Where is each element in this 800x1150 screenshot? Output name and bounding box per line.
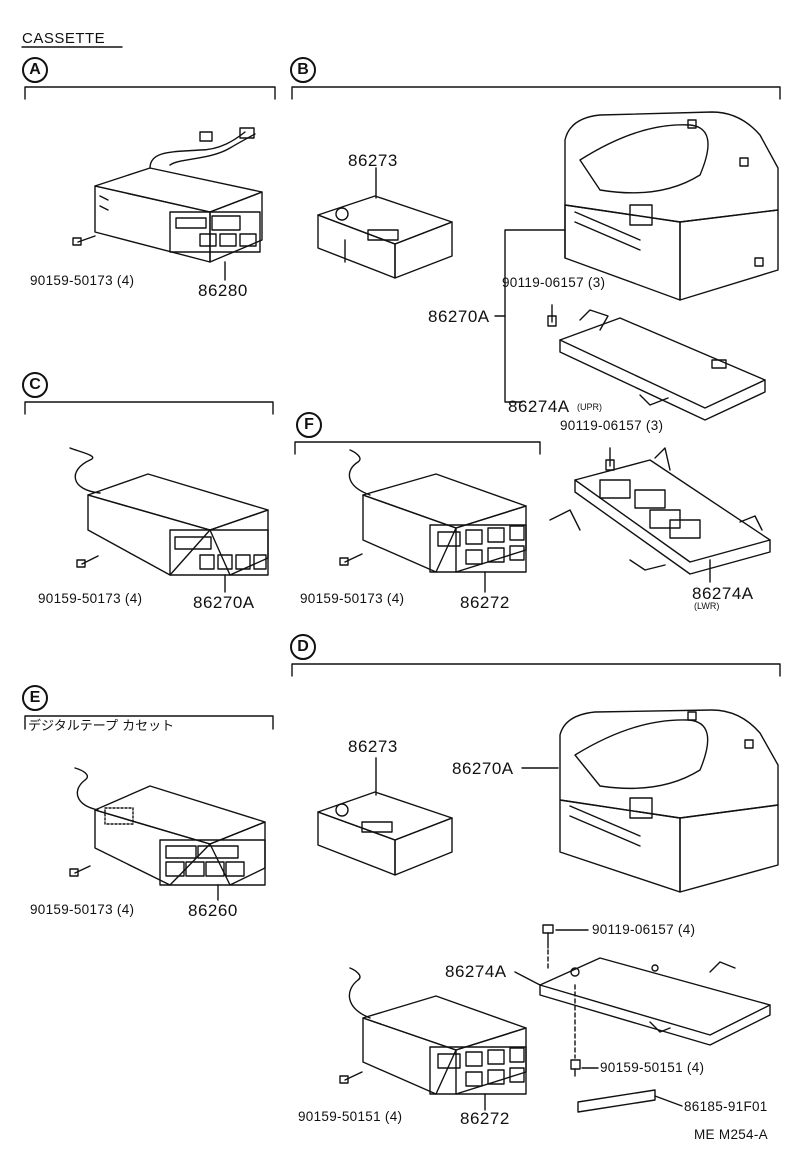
bolt-b-lwr-label: 90119-06157 (3) [560, 418, 664, 433]
section-a-marker: A [22, 57, 48, 83]
changer-86270a-d [559, 709, 779, 893]
section-f-marker: F [296, 412, 322, 438]
section-d-marker: D [290, 634, 316, 660]
footer-code: ME M254-A [694, 1127, 768, 1142]
bolt-f-label: 90159-50173 (4) [300, 591, 405, 606]
bolt-d-bottom [570, 1059, 581, 1077]
section-a-bracket [24, 86, 276, 100]
amplifier-86273-d [317, 791, 453, 876]
section-f-bracket [294, 441, 541, 455]
section-e-bracket [24, 715, 274, 730]
section-b-bracket [291, 86, 781, 100]
amplifier-86273-d-label: 86273 [348, 737, 398, 756]
part-86280-label: 86280 [198, 281, 248, 300]
head-unit-86260-e [74, 767, 266, 886]
deck-bolt-d-label: 90159-50151 (4) [298, 1109, 403, 1124]
bolt-d-top-label: 90119-06157 (4) [592, 922, 696, 937]
pad-86185 [577, 1089, 656, 1113]
bolt-e [69, 865, 91, 877]
bracket-lwr [549, 447, 771, 575]
amplifier-86273-b-label: 86273 [348, 151, 398, 170]
bolt-d-deck [339, 1071, 363, 1084]
part-86260-label: 86260 [188, 901, 238, 920]
bolt-f [339, 553, 363, 566]
bracket-86274a-d-label: 86274A [445, 962, 507, 981]
bracket-upr [559, 309, 766, 421]
part-86272-f-label: 86272 [460, 593, 510, 612]
section-c-marker: C [22, 372, 48, 398]
bolt-b-upr [547, 304, 557, 327]
amplifier-86273-b [317, 195, 453, 279]
leader-pad [654, 1095, 683, 1107]
bolt-b-lwr [605, 447, 615, 471]
bolt-a-label: 90159-50173 (4) [30, 273, 135, 288]
bracket-lwr-label: 86274A [692, 584, 754, 603]
deck-86272-f [348, 449, 527, 573]
part-86270a-c-label: 86270A [193, 593, 255, 612]
bracket-86274a-d [539, 957, 771, 1046]
changer-86270a-d-label: 86270A [452, 759, 514, 778]
bracket-upr-label: 86274A [508, 397, 570, 416]
section-e-caption: デジタルテープ カセット [28, 719, 175, 734]
bracket-upr-note: (UPR) [577, 402, 602, 412]
changer-86270a-b [564, 111, 779, 301]
bolt-c-label: 90159-50173 (4) [38, 591, 143, 606]
bolt-a [72, 235, 96, 246]
bolt-e-label: 90159-50173 (4) [30, 902, 135, 917]
bolt-d-bottom-label: 90159-50151 (4) [600, 1060, 705, 1075]
part-86272-d-label: 86272 [460, 1109, 510, 1128]
pad-86185-label: 86185-91F01 [684, 1099, 768, 1114]
bolt-c [76, 555, 99, 568]
section-e-marker: E [22, 685, 48, 711]
bracket-lwr-note: (LWR) [694, 601, 720, 611]
head-unit-86280 [94, 127, 263, 263]
changer-86270a-b-label: 86270A [428, 307, 490, 326]
leader-86274a-d [514, 971, 541, 986]
deck-86272-d [348, 967, 527, 1095]
bolt-d-top [542, 924, 554, 969]
section-d-bracket [291, 663, 781, 677]
head-unit-86270a-c [69, 447, 269, 576]
bolt-b-upr-label: 90119-06157 (3) [502, 275, 606, 290]
section-b-marker: B [290, 57, 316, 83]
page-title: CASSETTE [22, 30, 106, 47]
section-c-bracket [24, 401, 274, 415]
